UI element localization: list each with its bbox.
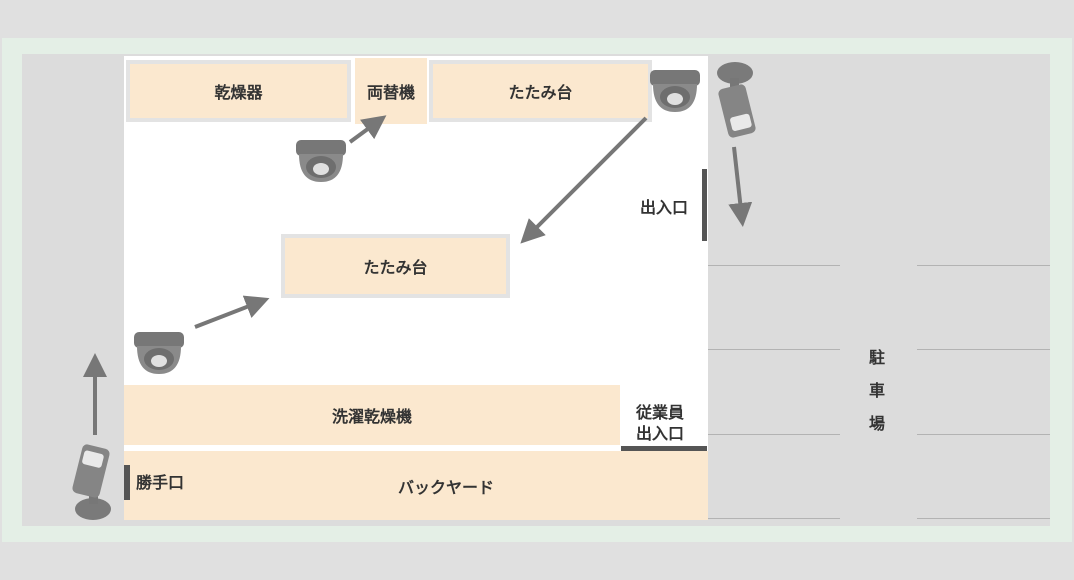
parking-char-2: 車 (869, 381, 886, 400)
dome-camera-icon (134, 332, 184, 374)
dryer-label: 乾燥器 (214, 83, 263, 102)
arrow-to-center-table-from-left (194, 295, 270, 329)
folding-table-top-label: たたみ台 (508, 83, 573, 102)
dryer-area: 乾燥器 (126, 60, 351, 122)
parking-char-1: 駐 (869, 348, 886, 367)
bullet-camera-icon (72, 444, 111, 520)
washer-dryer-label: 洗濯乾燥機 (331, 407, 412, 426)
entrance-label: 出入口 (640, 198, 689, 217)
folding-table-top: たたみ台 (429, 60, 652, 122)
parking-line (917, 349, 1050, 350)
changer-label: 両替機 (366, 83, 415, 102)
staff-entrance-label-1: 従業員 (636, 403, 685, 422)
arrow-to-parking (728, 146, 753, 227)
backyard-label: バックヤード (397, 477, 494, 497)
arrow-to-center-table-from-right (520, 116, 648, 244)
folding-table-center-label: たたみ台 (363, 258, 428, 277)
parking-line (708, 265, 840, 266)
washer-dryer-area: 洗濯乾燥機 (124, 385, 620, 445)
changer-area: 両替機 (355, 58, 427, 124)
parking-line (917, 518, 1050, 519)
folding-table-center: たたみ台 (281, 234, 510, 298)
entrance-marker (702, 169, 707, 241)
backyard-area: バックヤード (124, 451, 708, 520)
parking-line (708, 434, 840, 435)
staff-entrance-marker (621, 446, 707, 451)
parking-char-3: 場 (869, 414, 886, 433)
back-door-marker (124, 465, 130, 500)
parking-line (708, 349, 840, 350)
parking-line (917, 265, 1050, 266)
arrow-to-changer (348, 115, 387, 144)
dome-camera-icon (296, 140, 346, 182)
bullet-camera-icon (717, 62, 756, 138)
staff-entrance-label-2: 出入口 (636, 424, 685, 443)
parking-line (917, 434, 1050, 435)
dome-camera-icon (650, 70, 700, 112)
parking-line (708, 518, 840, 519)
back-door-label: 勝手口 (136, 473, 185, 492)
